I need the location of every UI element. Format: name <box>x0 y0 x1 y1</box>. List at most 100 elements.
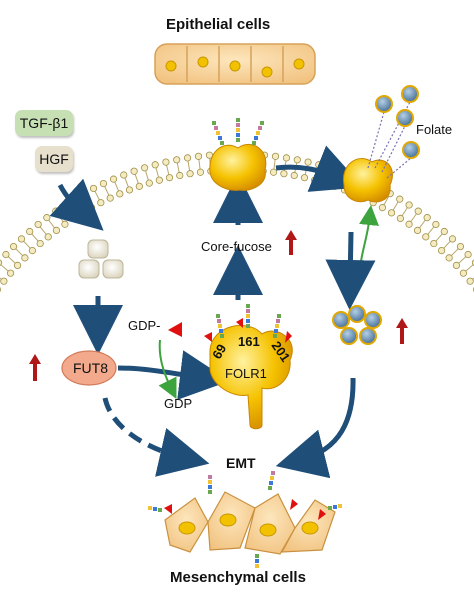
glycan-unit <box>269 481 273 485</box>
glycan-unit <box>246 319 250 323</box>
glycan-unit <box>252 141 256 145</box>
gdp-fucose-label: GDP- <box>128 318 161 333</box>
lipid-head <box>88 204 94 210</box>
folate-ball <box>365 312 381 328</box>
lipid-head <box>174 157 180 163</box>
mes-fucose <box>290 499 298 510</box>
lipid-head <box>415 208 421 214</box>
lipid-head <box>326 165 332 171</box>
lipid-head <box>166 174 172 180</box>
gdp-fucose-triangle <box>168 322 182 337</box>
lipid-head <box>305 159 311 165</box>
lipid-head <box>14 262 20 268</box>
lipid-head <box>45 234 51 240</box>
lipid-head <box>7 270 13 276</box>
lipid-head <box>37 240 43 246</box>
gdp-label: GDP <box>164 396 192 411</box>
glycan-unit <box>220 141 224 145</box>
lipid-head <box>453 262 459 268</box>
folr1-label: FOLR1 <box>225 366 267 381</box>
lipid-head <box>98 199 104 205</box>
mesenchymal-cell-layer <box>165 492 335 554</box>
lipid-head <box>62 202 68 208</box>
lipid-head <box>272 153 278 159</box>
folate-ball <box>341 328 357 344</box>
lipid-head <box>457 243 463 249</box>
glycan-unit <box>217 319 221 323</box>
internal-folate-cluster <box>333 306 381 344</box>
lipid-head <box>406 221 412 227</box>
lipid-head <box>301 174 307 180</box>
glycan-unit <box>158 508 162 512</box>
lipid-head <box>131 168 137 174</box>
fucose-69 <box>204 332 212 342</box>
glycan-unit <box>338 504 342 508</box>
glycan-unit <box>246 304 250 308</box>
glycan-unit <box>254 136 258 140</box>
lipid-head <box>141 165 147 171</box>
glycan-unit <box>216 314 220 318</box>
lipid-head <box>423 234 429 240</box>
glycan-unit <box>260 121 264 125</box>
lipid-head <box>467 278 473 284</box>
folate-uptake-arrow <box>360 215 370 268</box>
lipid-head <box>10 243 16 249</box>
fut8-label: FUT8 <box>73 360 108 376</box>
lipid-head <box>414 227 420 233</box>
glycan-unit <box>236 138 240 142</box>
glycan-unit <box>208 480 212 484</box>
glycan-unit <box>246 324 250 328</box>
hgf-box: HGF <box>35 146 73 172</box>
lipid-head <box>291 172 297 178</box>
lipid-head <box>441 228 447 234</box>
tgf-beta1-box: TGF-β1 <box>15 110 73 136</box>
lipid-head <box>433 221 439 227</box>
lipid-head <box>35 221 41 227</box>
glycan-unit <box>220 334 224 338</box>
glycan-unit <box>208 475 212 479</box>
lipid-head <box>438 247 444 253</box>
lipid-head <box>70 215 76 221</box>
folate-ball <box>397 110 413 126</box>
internal-vesicles <box>79 240 123 278</box>
lipid-head <box>197 169 203 175</box>
glycan-unit <box>246 309 250 313</box>
core-fucose-label: Core-fucose <box>201 239 272 254</box>
lipid-head <box>431 240 437 246</box>
lipid-head <box>53 227 59 233</box>
folate-bound-receptor <box>343 159 392 202</box>
fut8-to-folr1-arrow <box>118 368 205 378</box>
folate-to-emt-arrow <box>300 378 353 460</box>
glycan-unit <box>255 564 259 568</box>
folate-increase-arrow <box>396 318 408 344</box>
glycan-unit <box>236 128 240 132</box>
folate-ball <box>403 142 419 158</box>
glycan-unit <box>255 559 259 563</box>
endocytosis-arrow <box>350 232 351 285</box>
gdp-conversion-arrow <box>160 340 172 390</box>
glycan-unit <box>276 319 280 323</box>
lipid-head <box>316 162 322 168</box>
lipid-head <box>460 270 466 276</box>
lipid-head <box>117 191 123 197</box>
glycan-unit <box>268 486 272 490</box>
glycan-unit <box>275 324 279 328</box>
glycan-unit <box>208 490 212 494</box>
folate-stalk <box>368 112 384 168</box>
glycan-unit <box>246 314 250 318</box>
lipid-head <box>163 159 169 165</box>
lipid-head <box>283 155 289 161</box>
site-161-label: 161 <box>238 334 260 349</box>
glycan-unit <box>208 485 212 489</box>
lipid-head <box>3 251 9 257</box>
glycan-unit <box>273 334 277 338</box>
lipid-head <box>44 214 50 220</box>
lipid-head <box>152 162 158 168</box>
top-receptor-glycans <box>212 118 264 145</box>
glycan-unit <box>333 505 337 509</box>
lipid-head <box>53 208 59 214</box>
glycan-unit <box>274 329 278 333</box>
fut8-increase-arrow <box>29 354 41 381</box>
